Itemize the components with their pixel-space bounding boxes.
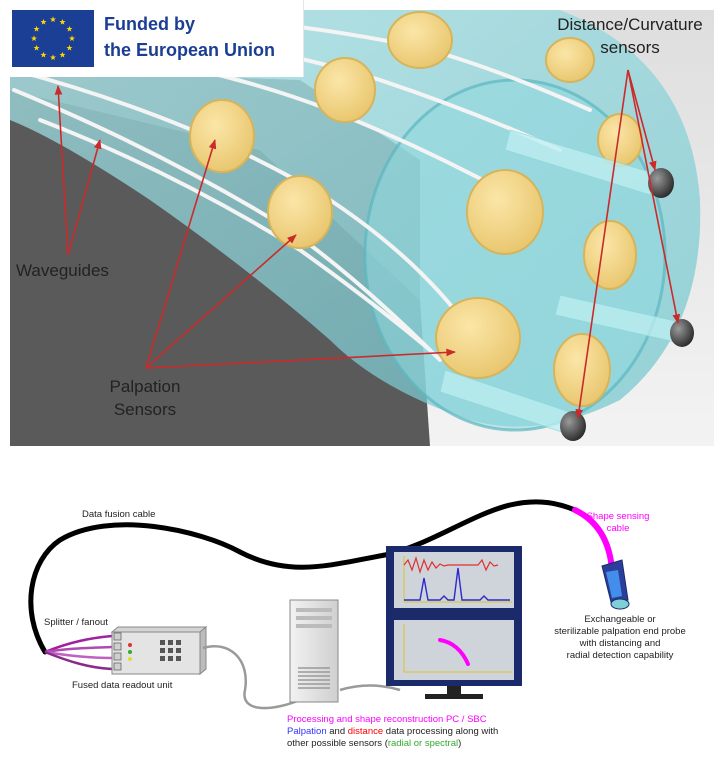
label-end-probe-line4: radial detection capability — [567, 650, 674, 661]
label-distance-sensors-line1: Distance/Curvature — [557, 15, 703, 34]
pc-caption-other: other possible sensors ( — [287, 738, 389, 749]
shape-plot — [403, 624, 512, 673]
eu-star — [68, 35, 76, 42]
pc-caption-processing: data processing along with — [383, 726, 498, 737]
eu-star — [49, 54, 57, 61]
label-readout-unit: Fused data readout unit — [72, 680, 173, 691]
label-shape-sensing-line1: Shape sensing — [587, 511, 650, 522]
eu-star — [59, 51, 66, 58]
label-waveguides: Waveguides — [16, 261, 109, 280]
eu-star — [40, 18, 47, 25]
banner-line2: the European Union — [104, 40, 275, 60]
pc-caption-radial: radial or spectral — [388, 738, 458, 749]
pc-tower — [289, 599, 339, 703]
monitor-stack — [386, 546, 522, 699]
palpation-pads — [189, 11, 643, 407]
eu-funding-banner: Funded by the European Union — [0, 0, 304, 77]
system-diagram: Data fusion cable Shape sensing cable Sp… — [28, 499, 686, 749]
label-palpation-line2: Sensors — [114, 400, 176, 419]
pc-caption-line3: other possible sensors (radial or spectr… — [287, 738, 461, 749]
label-end-probe-line1: Exchangeable or — [584, 614, 655, 625]
label-end-probe-line3: with distancing and — [579, 638, 661, 649]
eu-star — [30, 35, 38, 42]
annotation-arrows — [54, 69, 681, 419]
end-probe — [601, 559, 630, 610]
probe-shaft — [10, 90, 430, 446]
data-fusion-cable — [28, 499, 578, 655]
probe-render: Distance/Curvature sensors Waveguides Pa… — [10, 10, 714, 446]
label-splitter: Splitter / fanout — [44, 617, 108, 628]
pc-caption-close: ) — [458, 738, 461, 749]
eu-star — [33, 44, 40, 51]
label-shape-sensing-line2: cable — [607, 523, 630, 534]
pc-caption-palpation: Palpation — [287, 726, 327, 737]
eu-star — [66, 44, 73, 51]
readout-unit — [110, 625, 208, 676]
pc-caption-and: and — [327, 726, 348, 737]
distance-sensors — [439, 129, 694, 441]
usb-cable — [202, 645, 301, 710]
label-distance-sensors-line2: sensors — [600, 38, 660, 57]
fanout-fibers — [44, 634, 113, 671]
eu-star — [33, 25, 40, 32]
label-data-fusion-cable: Data fusion cable — [82, 509, 155, 520]
pc-caption-distance: distance — [348, 726, 383, 737]
spectrum-plot — [403, 555, 512, 603]
eu-star — [40, 51, 47, 58]
eu-star — [66, 25, 73, 32]
eu-star — [59, 18, 66, 25]
pc-caption-line1: Processing and shape reconstruction PC /… — [287, 714, 487, 725]
eu-flag-icon — [12, 10, 94, 67]
banner-line1: Funded by — [104, 14, 195, 34]
eu-star — [49, 16, 57, 23]
monitor-cable — [339, 684, 401, 692]
pc-caption-line2: Palpation and distance data processing a… — [287, 726, 498, 737]
label-palpation-line1: Palpation — [110, 377, 181, 396]
label-end-probe-line2: sterilizable palpation end probe — [554, 626, 686, 637]
